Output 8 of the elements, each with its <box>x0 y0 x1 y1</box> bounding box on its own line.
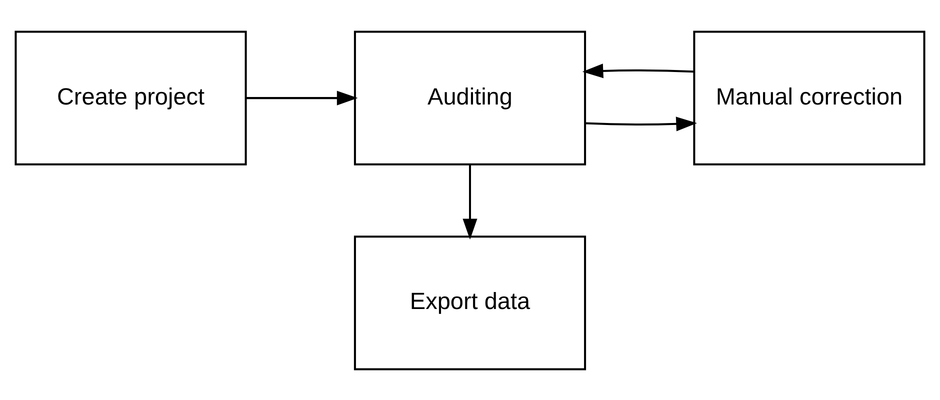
node-box: Create project <box>14 30 247 165</box>
node-box: Manual correction <box>693 30 926 165</box>
arrow <box>585 116 698 131</box>
arrow <box>462 164 478 240</box>
arrow <box>246 90 358 105</box>
node-box: Export data <box>354 235 586 370</box>
arrow <box>582 63 694 78</box>
node-box: Auditing <box>354 30 586 165</box>
